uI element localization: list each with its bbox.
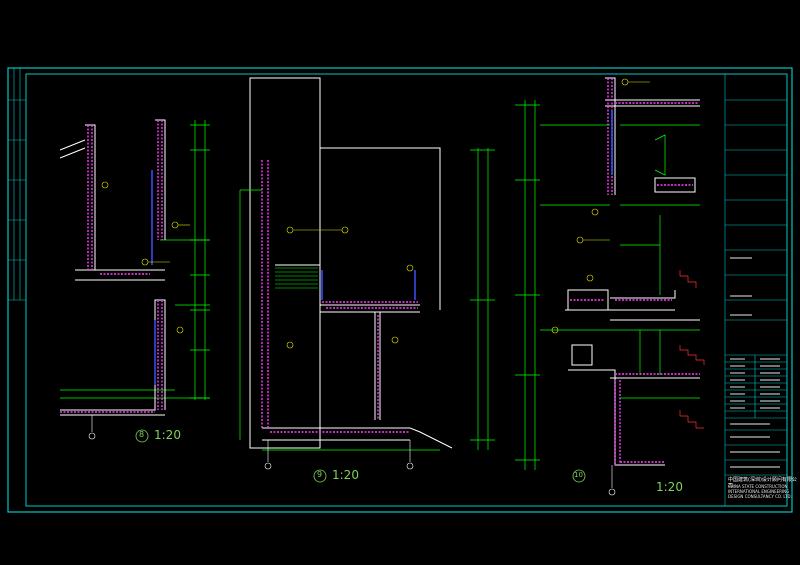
detail-8-scale: 1:20 xyxy=(154,428,181,442)
company-name-en-3: DESIGN CONSULTANCY CO. LTD. xyxy=(728,494,792,499)
detail-9-number: 9 xyxy=(317,470,323,479)
detail-10-section xyxy=(515,77,705,496)
detail-9-bubble xyxy=(313,469,327,483)
company-name-en-2: INTERNATIONAL ENGINEERING xyxy=(728,489,790,494)
detail-8-section xyxy=(59,119,210,443)
detail-9-scale: 1:20 xyxy=(332,468,359,482)
detail-10-number: 10 xyxy=(574,471,583,479)
title-block xyxy=(724,74,787,506)
detail-10-scale: 1:20 xyxy=(656,480,683,494)
detail-8-number: 8 xyxy=(139,430,145,439)
title-block-entries xyxy=(730,257,780,468)
company-name-cn: 中国建筑(深圳)设计顾问有限公司 xyxy=(728,477,797,489)
sheet-border xyxy=(7,67,793,513)
company-name-en-1: CHINA STATE CONSTRUCTION xyxy=(728,484,788,489)
detail-8-bubble xyxy=(135,429,149,443)
detail-9-section xyxy=(239,77,495,483)
inner-border xyxy=(25,73,788,507)
detail-10-bubble xyxy=(572,469,586,483)
binding-strip xyxy=(8,68,26,301)
